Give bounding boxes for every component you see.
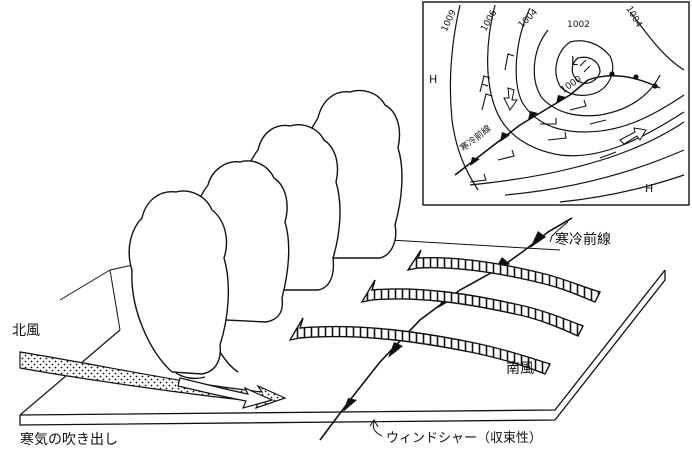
wind-shear-leader [369,419,383,437]
isobar-core [571,56,601,84]
isobar-1009 [449,4,479,191]
south-arrow-2 [360,279,584,337]
inset-arrow-south [619,127,647,145]
isobar-outer-1 [469,121,685,186]
isobar-1006 [487,4,685,157]
inset-weather-map [422,1,690,206]
isobar-1004-right [629,11,685,71]
high-pressure-label: H [429,73,438,86]
isobar-label: 1002 [567,20,590,30]
south-wind-arrows [288,249,601,375]
cold-front-label: 寒冷前線 [555,232,611,248]
cumulus-clouds [128,89,403,380]
south-wind-label: 南風 [506,361,534,377]
isobar-inner [555,40,614,96]
isobar-outer-3 [559,174,685,203]
south-arrow-3 [406,249,601,303]
south-arrow-1 [288,317,551,375]
wind-shear-label: ウィンドシャー（収束性） [386,431,543,446]
low-pressure-label: L [571,54,578,68]
north-wind-label: 北風 [12,323,40,339]
cold-front-leader [549,221,569,243]
isobar-1004 [515,7,685,133]
isobar-1002 [533,29,661,117]
outflow-white-arrow [177,377,274,409]
cold-outflow-label: 寒気の吹き出し [20,432,118,448]
cloud-1 [128,190,230,375]
inset-arrow-north [503,87,518,111]
isobar-outer-2 [504,149,685,196]
inset-cold-front [454,79,589,176]
high-pressure-label: H [645,182,654,195]
